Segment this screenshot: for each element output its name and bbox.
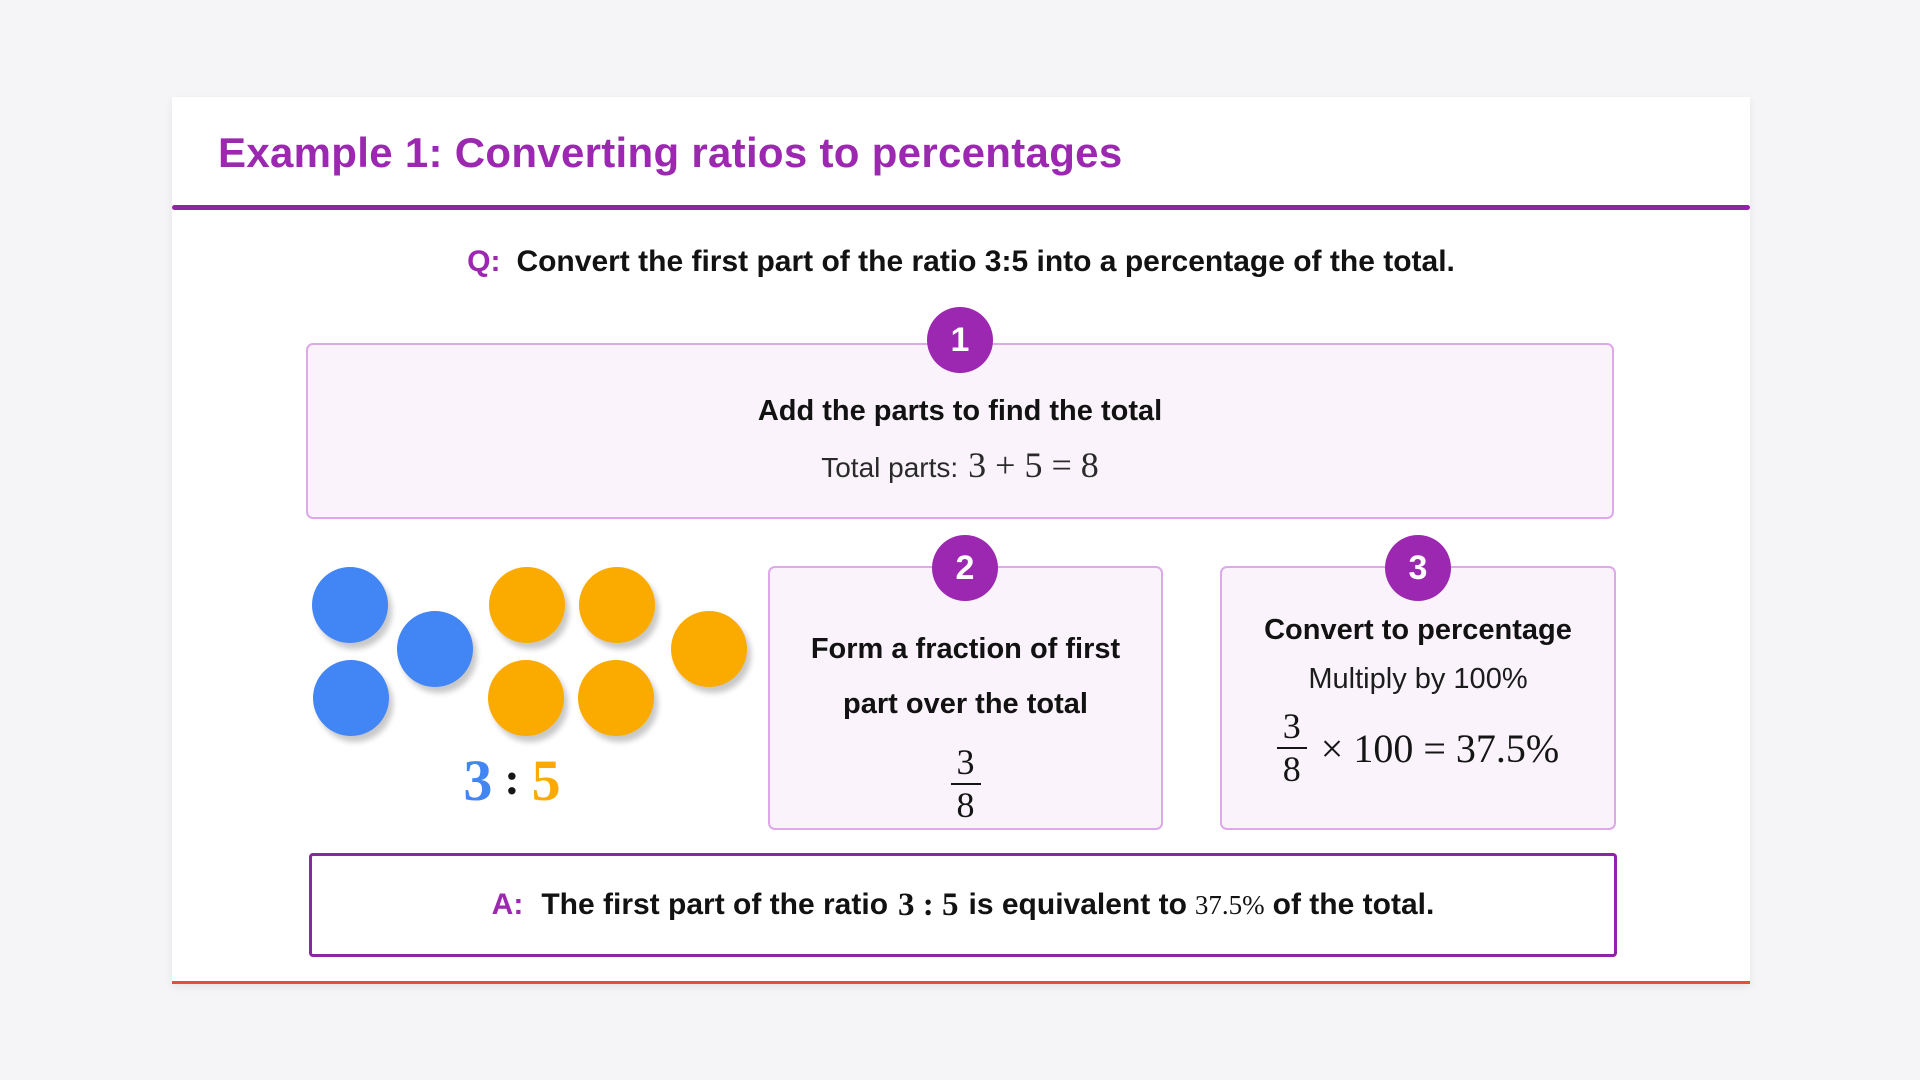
ratio-second-value: 5 — [531, 748, 561, 813]
question-text: Convert the first part of the ratio 3:5 … — [516, 245, 1455, 278]
ratio-dot-orange — [578, 660, 654, 736]
step-1-badge: 1 — [927, 307, 993, 373]
question-prefix: Q: — [467, 245, 501, 278]
ratio-dot-blue — [312, 567, 388, 643]
answer-box: A: The first part of the ratio 3 : 5 is equ… — [309, 853, 1617, 957]
title-divider — [172, 205, 1750, 210]
answer-percent-math: 37.5% — [1194, 889, 1265, 920]
step-2-badge: 2 — [932, 535, 998, 601]
step-2-title-line2: part over the total — [843, 688, 1088, 720]
step-2-title-line1: Form a fraction of first — [810, 633, 1121, 665]
answer-text-after: of the total. — [1272, 888, 1435, 921]
question-line: Q: Convert the first part of the ratio 3:… — [172, 245, 1750, 279]
step-2-fraction: 3 8 — [950, 742, 981, 827]
step-1-body: Total parts: 3 + 5 = 8 — [821, 444, 1099, 486]
fraction-numerator: 3 — [1282, 706, 1301, 746]
step-3-formula: 3 8 × 100 = 37.5% — [1276, 706, 1560, 791]
ratio-dot-blue — [397, 611, 473, 687]
ratio-dot-orange — [579, 567, 655, 643]
step-3-badge: 3 — [1385, 535, 1451, 601]
step-2-title: Form a fraction of first part over the t… — [811, 622, 1120, 732]
ratio-first-value: 3 — [463, 748, 493, 813]
step-1-body-label: Total parts: — [821, 452, 959, 483]
answer-ratio-math: 3 : 5 — [898, 886, 959, 923]
fraction-denominator: 8 — [950, 783, 981, 826]
formula-rest: × 100 = 37.5% — [1320, 725, 1560, 771]
answer-text-middle: is equivalent to — [968, 888, 1187, 921]
answer-prefix: A: — [491, 888, 524, 921]
ratio-separator: : — [504, 753, 520, 804]
fraction-numerator: 3 — [956, 742, 975, 782]
page-title: Example 1: Converting ratios to percenta… — [218, 129, 1123, 176]
lesson-card: Example 1: Converting ratios to percenta… — [172, 97, 1750, 984]
ratio-dot-orange — [488, 660, 564, 736]
ratio-label: 3:5 — [387, 749, 637, 813]
ratio-dot-blue — [313, 660, 389, 736]
step-3-title: Convert to percentage — [1264, 614, 1572, 646]
fraction-denominator: 8 — [1276, 747, 1307, 790]
step-1-body-math: 3 + 5 = 8 — [968, 445, 1099, 485]
formula-fraction: 3 8 — [1276, 706, 1307, 791]
ratio-dot-orange — [671, 611, 747, 687]
step-2-box: Form a fraction of first part over the t… — [768, 566, 1163, 830]
step-3-box: Convert to percentage Multiply by 100% 3… — [1220, 566, 1616, 830]
step-3-subtitle: Multiply by 100% — [1308, 663, 1528, 695]
step-1-title: Add the parts to find the total — [757, 395, 1163, 427]
answer-text-before: The first part of the ratio — [541, 888, 889, 921]
ratio-dot-orange — [489, 567, 565, 643]
